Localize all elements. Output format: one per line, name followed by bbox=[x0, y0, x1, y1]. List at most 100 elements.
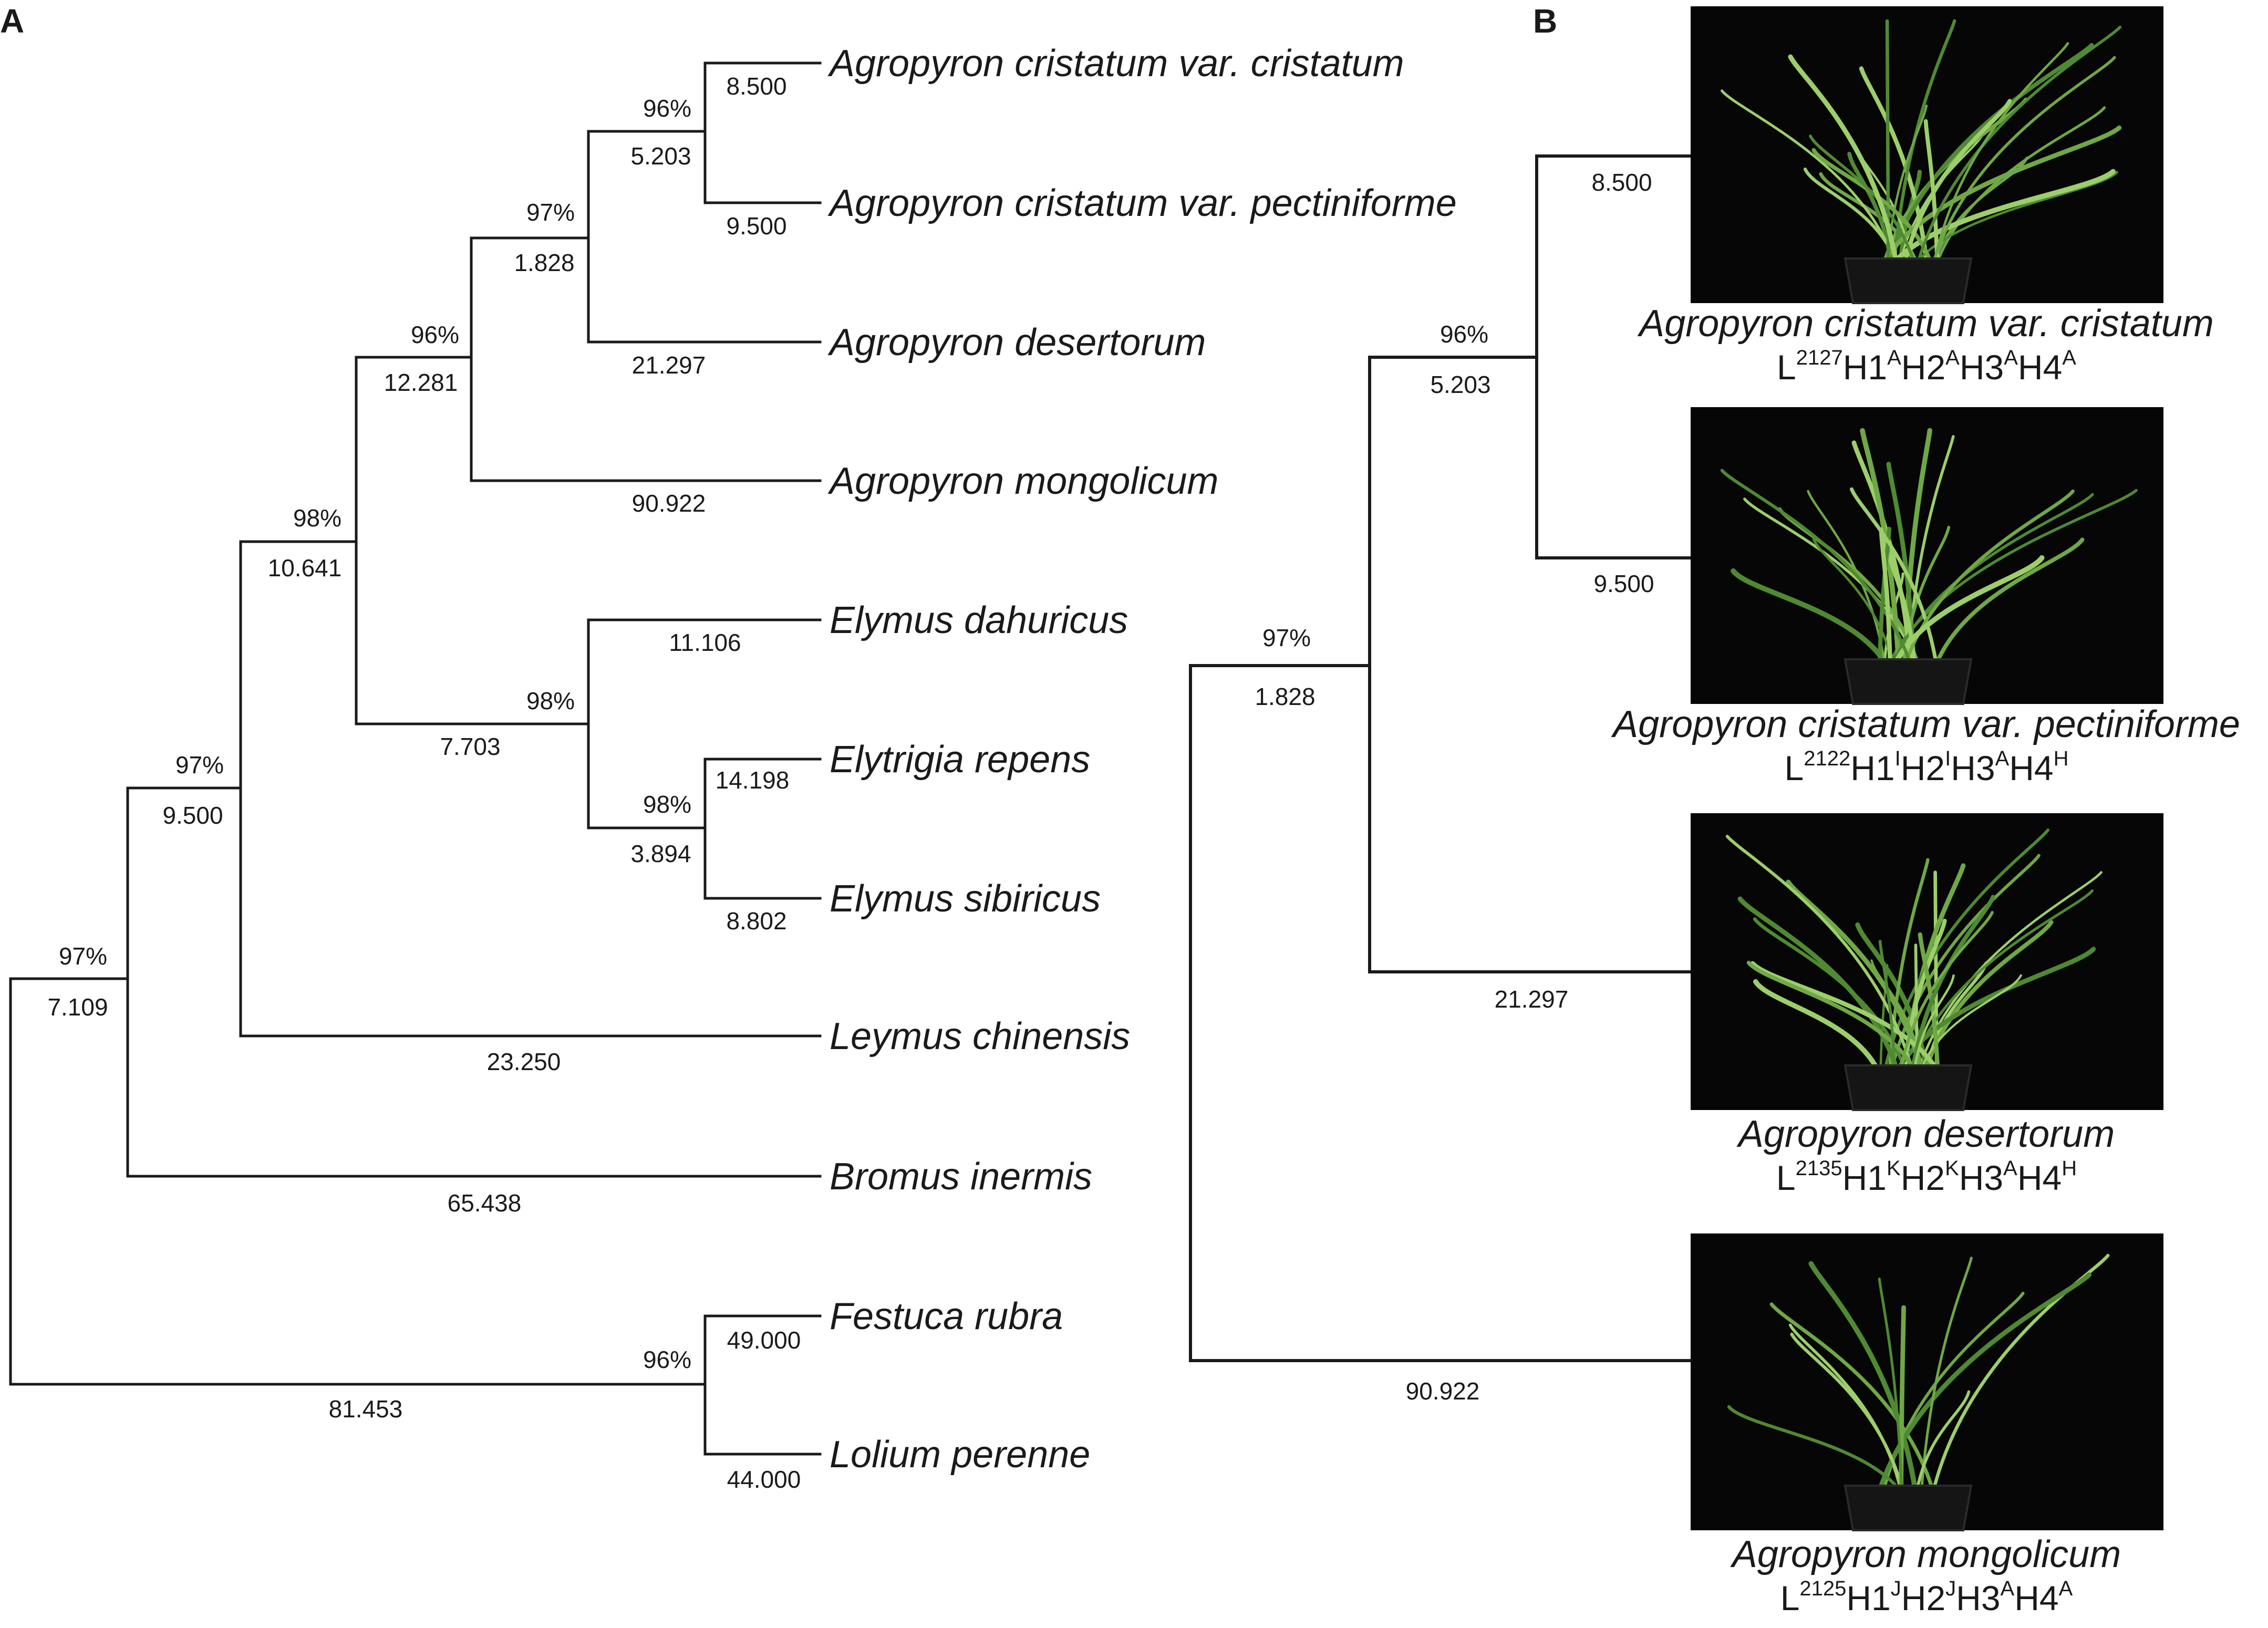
taxon-label: Leymus chinensis bbox=[830, 1015, 1130, 1057]
grass-blade bbox=[1769, 1302, 1936, 1496]
support-value: 98% bbox=[293, 504, 341, 532]
tree-a-taxa: Agropyron cristatum var. cristatum Agrop… bbox=[827, 43, 1457, 1476]
grass-blade bbox=[1809, 134, 1917, 268]
taxon-label: Bromus inermis bbox=[830, 1156, 1092, 1198]
branch-length: 1.828 bbox=[1255, 683, 1315, 710]
grass-blade bbox=[1915, 25, 2122, 268]
branch-length: 5.203 bbox=[630, 142, 691, 170]
support-value: 97% bbox=[59, 942, 107, 970]
taxon-label: Lolium perenne bbox=[830, 1434, 1090, 1476]
grass-blade bbox=[1731, 568, 1891, 670]
grass-blade bbox=[1912, 974, 1955, 1075]
grass-blade bbox=[1932, 42, 2069, 268]
grass-blade bbox=[1860, 428, 1901, 670]
plant-pot bbox=[1844, 658, 1973, 705]
grass-blade bbox=[1888, 858, 1930, 1075]
plant-pot bbox=[1844, 257, 1973, 304]
grass-blade bbox=[1753, 979, 1882, 1076]
sample-captions: Agropyron cristatum var. cristatum L2127… bbox=[1611, 303, 2240, 1617]
grass-blade bbox=[1788, 54, 1900, 269]
tree-b-labels: 8.500 9.500 5.203 21.297 1.828 90.922 96… bbox=[1255, 169, 1654, 1405]
taxon-label: Agropyron desertorum bbox=[827, 322, 1206, 364]
grass-blade bbox=[1790, 1332, 1905, 1496]
sample-genotype: L2125H1JH2JH3AH4A bbox=[1780, 1577, 2073, 1617]
branch-length: 65.438 bbox=[448, 1189, 522, 1217]
support-value: 96% bbox=[1440, 320, 1488, 348]
grass-blade bbox=[1878, 1277, 1903, 1495]
tree-a-branch-lengths: 8.500 9.500 5.203 21.297 1.828 90.922 12… bbox=[47, 72, 801, 1493]
grass-blade bbox=[1931, 1253, 2110, 1496]
grass-blade bbox=[1902, 99, 2012, 269]
grass-blade bbox=[1746, 960, 1919, 1075]
support-value: 97% bbox=[1262, 624, 1311, 651]
sample-name: Agropyron mongolicum bbox=[1730, 1533, 2121, 1575]
taxon-label: Festuca rubra bbox=[830, 1295, 1063, 1337]
taxon-label: Agropyron cristatum var. pectiniforme bbox=[827, 182, 1457, 224]
taxon-label: Elymus sibiricus bbox=[830, 878, 1101, 920]
tree-a-edges bbox=[9, 61, 822, 1456]
grass-blade bbox=[1891, 555, 2045, 670]
grass-blade bbox=[1879, 527, 1893, 670]
sample-name: Agropyron cristatum var. pectiniforme bbox=[1611, 703, 2240, 745]
grass-blade bbox=[1721, 89, 1898, 268]
plant-pot bbox=[1844, 1485, 1973, 1531]
grass-blade bbox=[1888, 169, 2116, 269]
branch-length: 21.297 bbox=[1495, 986, 1569, 1013]
sample-genotype: L2122H1IH2IH3AH4H bbox=[1784, 747, 2068, 787]
grass-blade bbox=[1907, 889, 2094, 1075]
grass-blade bbox=[1898, 911, 1994, 1075]
grass-blade bbox=[1892, 19, 1956, 268]
branch-length: 9.500 bbox=[726, 212, 786, 240]
grass-blade bbox=[1918, 974, 2022, 1075]
branch-length: 8.500 bbox=[1591, 169, 1652, 196]
grass-blade bbox=[1720, 469, 1913, 669]
branch-length: 12.281 bbox=[384, 369, 458, 396]
tree-b-edges bbox=[1189, 154, 1692, 1362]
support-value: 98% bbox=[526, 687, 575, 714]
grass-blade bbox=[1910, 895, 1995, 1076]
grass-blade bbox=[1890, 493, 2094, 669]
plant-photo bbox=[1691, 1233, 2163, 1530]
taxon-label: Agropyron cristatum var. cristatum bbox=[827, 43, 1404, 85]
branch-length: 14.198 bbox=[716, 766, 790, 794]
taxon-label: Agropyron mongolicum bbox=[827, 460, 1218, 502]
support-value: 96% bbox=[643, 95, 691, 122]
grass-blade bbox=[1931, 56, 2116, 268]
grass-blade bbox=[1933, 537, 2085, 669]
support-value: 96% bbox=[411, 321, 459, 348]
support-value: 97% bbox=[175, 751, 224, 779]
branch-length: 90.922 bbox=[632, 490, 706, 517]
grass-blade bbox=[1878, 125, 2122, 269]
support-value: 98% bbox=[643, 791, 691, 818]
taxon-label: Elymus dahuricus bbox=[830, 599, 1128, 641]
plant-photos bbox=[1691, 6, 2163, 1531]
sample-genotype: L2135H1KH2KH3AH4H bbox=[1776, 1157, 2077, 1197]
sample-genotype: L2127H1AH2AH3AH4A bbox=[1777, 346, 2076, 387]
tree-a-supports: 96% 97% 96% 98% 98% 98% 97% 97% 96% bbox=[59, 95, 691, 1373]
grass-blade bbox=[1914, 1390, 1971, 1495]
branch-length: 9.500 bbox=[162, 802, 223, 829]
branch-length: 49.000 bbox=[727, 1326, 801, 1354]
grass-blade bbox=[1899, 1305, 1906, 1496]
branch-length: 21.297 bbox=[632, 351, 706, 379]
plant-pot bbox=[1844, 1064, 1973, 1111]
branch-length: 10.641 bbox=[268, 554, 342, 582]
grass-blade bbox=[1725, 835, 1915, 1075]
branch-length: 8.500 bbox=[726, 72, 786, 100]
panel-label-b: B bbox=[1533, 2, 1557, 40]
grass-blade bbox=[1812, 537, 1895, 669]
grass-blade bbox=[1807, 490, 1887, 669]
branch-length: 5.203 bbox=[1430, 371, 1490, 398]
branch-length: 11.106 bbox=[669, 629, 741, 656]
branch-length: 1.828 bbox=[514, 249, 574, 276]
sample-name: Agropyron desertorum bbox=[1736, 1113, 2115, 1155]
grass-blade bbox=[1878, 940, 1897, 1075]
grass-blade bbox=[1786, 879, 1924, 1076]
branch-length: 8.802 bbox=[726, 907, 786, 935]
taxon-label: Elytrigia repens bbox=[830, 739, 1090, 781]
branch-length: 90.922 bbox=[1406, 1377, 1480, 1405]
branch-length: 7.109 bbox=[47, 993, 108, 1021]
branch-length: 23.250 bbox=[487, 1048, 561, 1075]
grass-blade bbox=[1923, 119, 1940, 268]
